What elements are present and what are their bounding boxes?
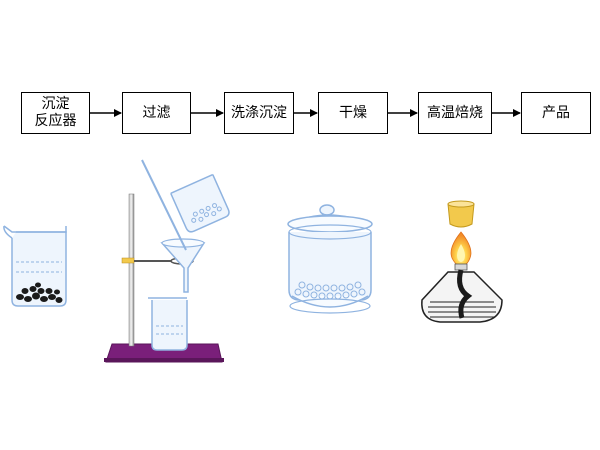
filtration-apparatus-icon [104, 159, 230, 363]
sample-granules [294, 281, 366, 300]
step-precipitation-reactor: 沉淀 反应器 [21, 92, 90, 134]
precipitate-particles [16, 282, 63, 303]
step-filtration: 过滤 [122, 92, 191, 134]
step-wash-precipitate: 洗涤沉淀 [224, 92, 294, 134]
step-drying: 干燥 [318, 92, 388, 134]
reaction-beaker-icon [3, 225, 67, 307]
step-high-temp-calcination: 高温焙烧 [418, 92, 492, 134]
step-product: 产品 [521, 92, 591, 134]
alcohol-lamp-calcination-icon [421, 200, 503, 323]
drying-container-icon [287, 204, 373, 314]
